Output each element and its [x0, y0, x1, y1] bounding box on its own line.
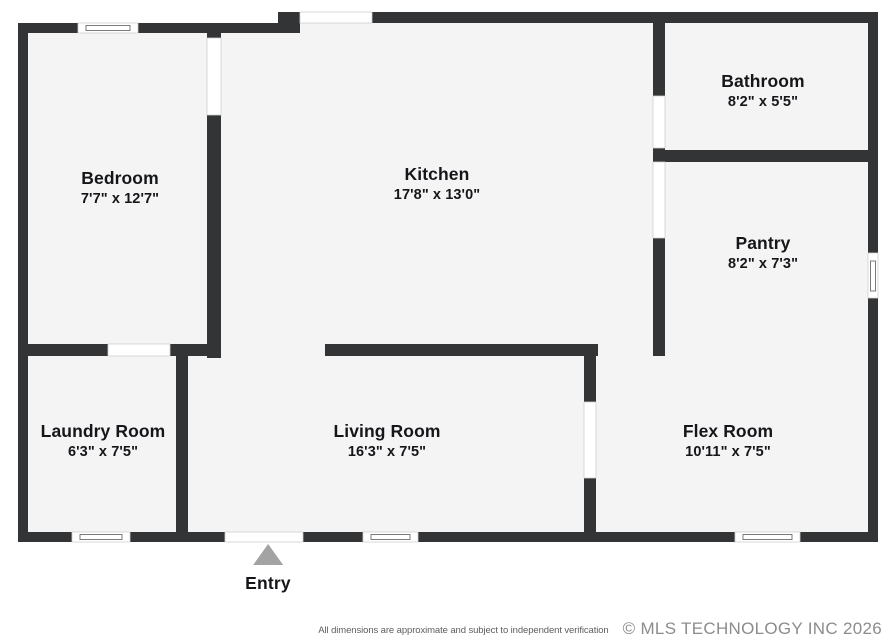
wall-top-left — [18, 23, 280, 33]
wall-living-flex-lower — [584, 478, 596, 540]
floor-bedroom — [28, 33, 214, 350]
entry-label: Entry — [245, 573, 291, 593]
opening-bedroom-kitchen — [206, 37, 222, 116]
door-openings — [107, 37, 666, 543]
wall-bottom-seg-3 — [303, 532, 363, 542]
wall-bedroom-kitchen-upper — [207, 23, 221, 38]
wall-right-exterior-upper — [868, 12, 878, 253]
floor-laundry-room — [28, 350, 186, 532]
interior-walls — [18, 18, 874, 540]
window-laundry-bottom — [71, 531, 131, 543]
opening-entry-door — [224, 531, 304, 543]
triangle-up-icon — [252, 544, 283, 565]
window-pantry-right — [867, 252, 879, 299]
wall-laundry-living — [176, 344, 188, 540]
window-bedroom-top — [77, 22, 139, 34]
floor-bathroom — [655, 23, 868, 156]
entry-marker-group: Entry — [245, 544, 291, 594]
disclaimer-text: All dimensions are approximate and subje… — [318, 625, 609, 636]
window-flex-bottom — [734, 531, 801, 543]
wall-kitchen-living — [325, 344, 598, 356]
floor-kitchen-upper — [214, 23, 278, 350]
wall-left-exterior — [18, 23, 28, 532]
wall-top-right — [372, 12, 868, 23]
opening-kitchen-pantry — [652, 161, 666, 239]
wall-bedroom-kitchen-lower — [207, 115, 221, 358]
wall-bottom-seg-4 — [418, 532, 735, 542]
wall-bathroom-pantry — [653, 150, 874, 162]
floor-pantry — [655, 156, 868, 352]
opening-kitchen-bathroom — [652, 95, 666, 149]
floor-flex-room — [600, 350, 868, 532]
floor-living-room — [186, 350, 600, 532]
wall-bottom-seg-1 — [18, 532, 72, 542]
wall-living-flex-upper — [584, 344, 596, 402]
copyright-text: © MLS TECHNOLOGY INC 2026 — [622, 619, 882, 638]
window-living-bottom — [362, 531, 419, 543]
wall-bottom-seg-5 — [800, 532, 878, 542]
window-kitchen-top — [299, 11, 373, 24]
room-floors — [28, 12, 868, 532]
wall-kitchen-bath-top — [653, 18, 665, 96]
opening-living-flex — [583, 401, 597, 479]
floor-kitchen-main — [278, 12, 658, 350]
windows — [71, 11, 879, 543]
wall-top-step — [278, 12, 300, 33]
wall-right-exterior-lower — [868, 298, 878, 532]
opening-bedroom-laundry — [107, 343, 171, 357]
footer: All dimensions are approximate and subje… — [0, 613, 890, 639]
wall-kitchen-pantry-bottom — [653, 238, 665, 356]
wall-bedroom-bottom-left — [18, 344, 108, 356]
